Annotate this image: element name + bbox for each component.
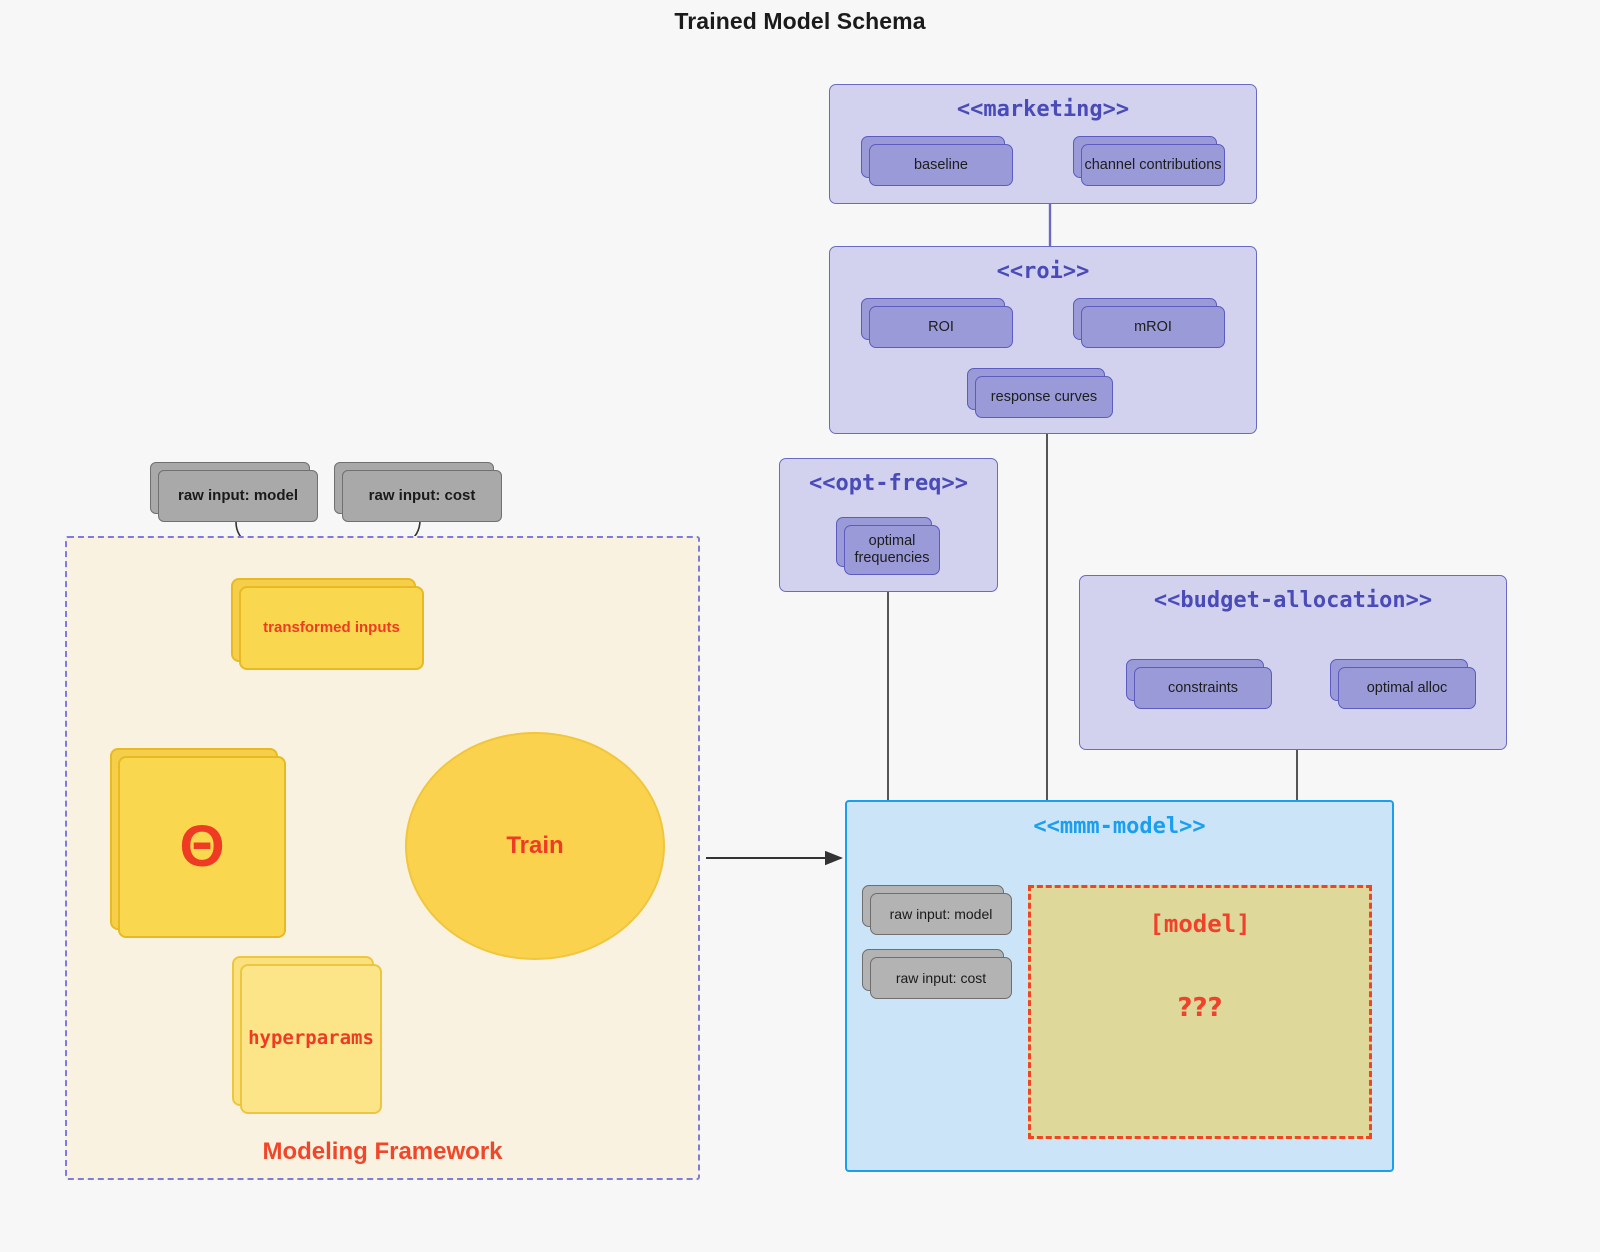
roi-node[interactable]: ROI — [861, 298, 1013, 348]
response-curves-node[interactable]: response curves — [967, 368, 1113, 418]
node-label: response curves — [975, 376, 1113, 418]
package-title: <<opt-freq>> — [809, 471, 968, 496]
node-label: baseline — [869, 144, 1013, 186]
model-placeholder-question: ??? — [1177, 993, 1223, 1023]
hyperparams-node[interactable]: hyperparams — [232, 956, 382, 1114]
package-roi[interactable]: <<roi>> ROI mROI response curves — [829, 246, 1257, 434]
package-mmm-model[interactable]: <<mmm-model>> raw input: model raw input… — [845, 800, 1394, 1172]
package-title: <<budget-allocation>> — [1153, 588, 1433, 613]
package-title: <<marketing>> — [956, 97, 1130, 122]
package-title: <<roi>> — [996, 259, 1090, 284]
node-label: constraints — [1134, 667, 1272, 709]
train-ellipse[interactable]: Train — [405, 732, 665, 960]
node-label: mROI — [1081, 306, 1225, 348]
package-budget-allocation[interactable]: <<budget-allocation>> constraints optima… — [1079, 575, 1507, 750]
node-label: hyperparams — [240, 964, 382, 1114]
optimal-alloc-node[interactable]: optimal alloc — [1330, 659, 1476, 709]
node-label-line2: frequencies — [854, 550, 930, 566]
node-label: optimal frequencies — [844, 525, 940, 575]
model-placeholder-box[interactable]: [model] ??? — [1028, 885, 1372, 1139]
node-label: raw input: model — [158, 470, 318, 522]
node-label: transformed inputs — [239, 586, 424, 670]
node-label: raw input: model — [870, 893, 1012, 935]
node-label: ROI — [869, 306, 1013, 348]
channel-contributions-node[interactable]: channel contributions — [1073, 136, 1225, 186]
baseline-node[interactable]: baseline — [861, 136, 1013, 186]
theta-node[interactable]: Θ — [110, 748, 286, 938]
package-opt-freq[interactable]: <<opt-freq>> optimal frequencies — [779, 458, 998, 592]
train-label: Train — [506, 832, 564, 859]
raw-input-model-node[interactable]: raw input: model — [150, 462, 318, 522]
page-title: Trained Model Schema — [674, 8, 926, 34]
mmm-raw-input-cost-node[interactable]: raw input: cost — [862, 949, 1012, 999]
mmm-raw-input-model-node[interactable]: raw input: model — [862, 885, 1012, 935]
node-label: channel contributions — [1081, 144, 1225, 186]
modeling-framework-label: Modeling Framework — [262, 1138, 503, 1165]
node-label: optimal alloc — [1338, 667, 1476, 709]
package-title: <<mmm-model>> — [1033, 814, 1206, 839]
model-placeholder-title: [model] — [1149, 910, 1251, 938]
transformed-inputs-node[interactable]: transformed inputs — [231, 578, 424, 670]
constraints-node[interactable]: constraints — [1126, 659, 1272, 709]
node-label: raw input: cost — [870, 957, 1012, 999]
raw-input-cost-node[interactable]: raw input: cost — [334, 462, 502, 522]
node-label: Θ — [118, 756, 286, 938]
optimal-frequencies-node[interactable]: optimal frequencies — [836, 517, 940, 575]
node-label: raw input: cost — [342, 470, 502, 522]
package-marketing[interactable]: <<marketing>> baseline channel contribut… — [829, 84, 1257, 204]
node-label-line1: optimal — [868, 533, 916, 550]
mroi-node[interactable]: mROI — [1073, 298, 1225, 348]
